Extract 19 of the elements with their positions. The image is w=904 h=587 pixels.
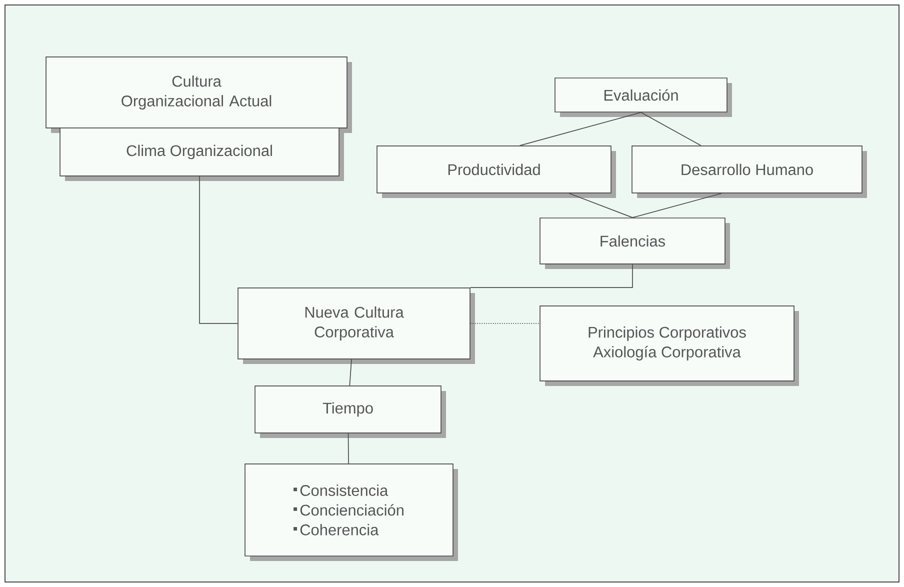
list-box: Consistencia Concienciación Coherencia — [244, 464, 458, 561]
dotted-connector — [470, 323, 540, 324]
process-box: Falencias — [540, 218, 730, 269]
process-box: Productividad — [376, 146, 616, 198]
process-box: Clima Organizacional — [60, 128, 344, 181]
connector-line — [519, 112, 642, 146]
connector-line — [199, 176, 238, 324]
connector-line — [470, 264, 633, 288]
connector-line — [640, 112, 702, 146]
process-box: Desarrollo Humano — [632, 146, 867, 198]
connector-line — [568, 192, 633, 218]
process-box: Nueva Cultura Corporativa — [238, 288, 475, 364]
process-box: Tiempo — [254, 386, 446, 438]
process-box: Cultura Organizacional Actual — [46, 56, 352, 133]
connector-line — [348, 432, 349, 464]
process-box: Principios Corporativos Axiología Corporativa — [540, 306, 799, 386]
connector-line — [349, 358, 352, 386]
process-box: Evaluación — [554, 78, 732, 117]
connector-line — [632, 192, 722, 218]
